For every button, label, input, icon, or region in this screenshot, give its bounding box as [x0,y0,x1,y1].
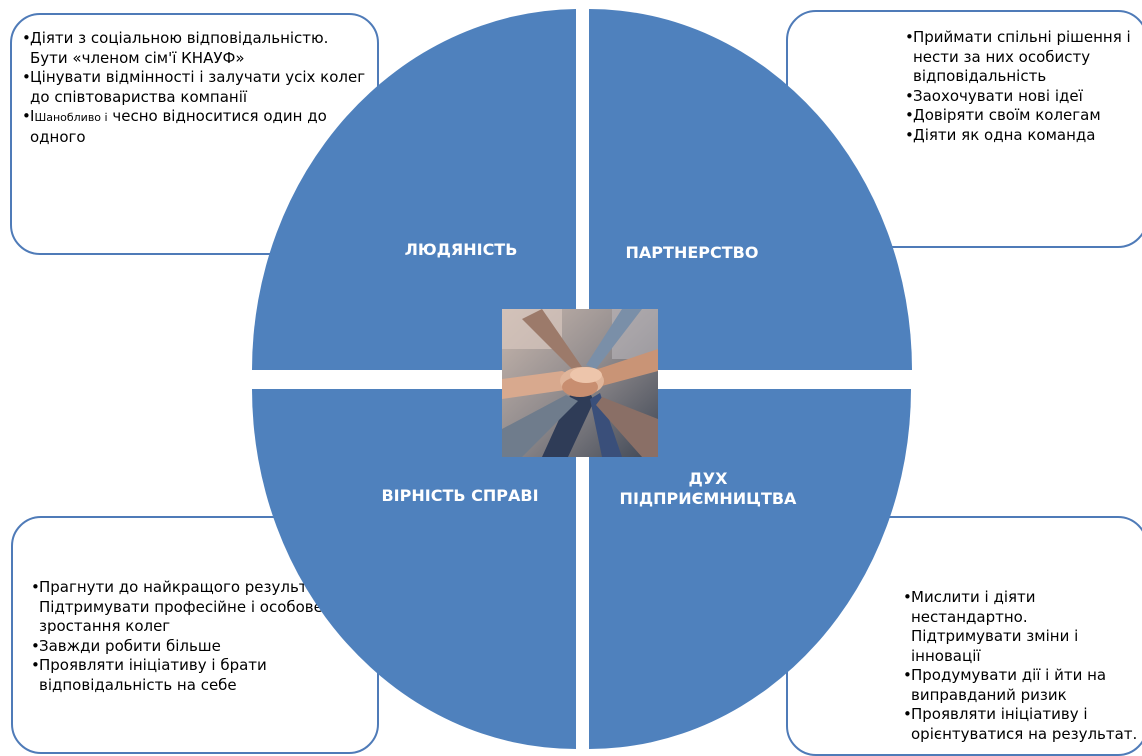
partnership-value-item: • Заохочувати нові ідеї [905,86,1142,107]
entrepreneurship-value-text: Мислити і діяти нестандартно. Підтримува… [911,588,1079,665]
team-hands-icon [502,309,658,457]
quadrant-label-people: ЛЮДЯНІСТЬ [404,240,518,259]
values-wheel [251,9,912,749]
bullet-icon: • [905,106,914,124]
partnership-value-item: • Довіряти своїм колегам [905,106,1142,126]
entrepreneurship-value-item: • Проявляти ініціативу і орієнтуватися н… [903,705,1142,744]
entrepreneurship-value-item: • Мислити і діяти нестандартно. Підтриму… [903,588,1142,666]
quadrant-label-line: ДУХ [688,469,728,488]
loyalty-value-text: Проявляти ініціативу і брати відповідаль… [39,656,267,694]
loyalty-value-item: • Проявляти ініціативу і брати відповіда… [31,656,367,695]
people-value-small-run: Шанобливо і [34,111,108,124]
partnership-value-text: Діяти як одна команда [913,125,1096,144]
loyalty-value-item: • Завжди робити більше [31,636,367,657]
quadrant-loyalty [252,389,576,749]
quadrant-people [251,9,577,370]
loyalty-value-text: Прагнути до найкращого результату. Підтр… [39,578,340,635]
quadrant-label-entrepreneurship: ДУХ ПІДПРИЄМНИЦТВА [603,469,813,509]
loyalty-value-text: Завжди робити більше [39,636,221,655]
partnership-value-item: • Діяти як одна команда [905,125,1142,146]
entrepreneurship-value-text: Проявляти ініціативу і орієнтуватися на … [911,705,1138,743]
bullet-icon: • [905,86,914,105]
bullet-icon: • [905,28,914,46]
partnership-value-text: Довіряти своїм колегам [913,106,1101,124]
quadrant-label-partnership: ПАРТНЕРСТВО [625,243,759,262]
bullet-icon: • [22,68,31,86]
partnership-value-text: Приймати спільні рішення і нести за них … [913,28,1131,85]
bullet-icon: • [31,636,40,655]
bullet-icon: • [22,107,31,125]
people-value-text: Діяти з соціальною відповідальністю. Бут… [30,29,329,67]
quadrant-partnership [589,9,912,370]
people-value-item: • ІШанобливо і чесно відноситися один до… [22,107,367,147]
people-value-text: чесно відноситися один до одного [30,107,327,146]
team-hands-photo [502,309,658,457]
bullet-icon: • [31,578,40,596]
bullet-icon: • [903,705,912,723]
bullet-icon: • [903,588,912,606]
entrepreneurship-value-text: Продумувати дії і йти на виправданий риз… [911,666,1107,704]
people-value-prefix: І [30,107,35,125]
loyalty-value-item: • Прагнути до найкращого результату. Під… [31,578,367,637]
bullet-icon: • [22,29,31,47]
partnership-value-text: Заохочувати нові ідеї [913,86,1083,105]
people-value-item: • Цінувати відмінності і залучати усіх к… [22,68,367,107]
bullet-icon: • [903,666,912,684]
people-value-text: Цінувати відмінності і залучати усіх кол… [30,68,366,106]
bullet-icon: • [31,656,40,674]
people-values-box: • Діяти з соціальною відповідальністю. Б… [10,13,379,255]
people-value-item: • Діяти з соціальною відповідальністю. Б… [22,29,367,68]
quadrant-label-loyalty: ВІРНІСТЬ СПРАВІ [381,486,539,505]
entrepreneurship-value-item: • Продумувати дії і йти на виправданий р… [903,666,1142,705]
quadrant-entrepreneurship [589,389,911,749]
partnership-value-item: • Приймати спільні рішення і нести за ни… [905,28,1142,87]
bullet-icon: • [905,125,914,144]
quadrant-label-line: ПІДПРИЄМНИЦТВА [619,489,797,508]
